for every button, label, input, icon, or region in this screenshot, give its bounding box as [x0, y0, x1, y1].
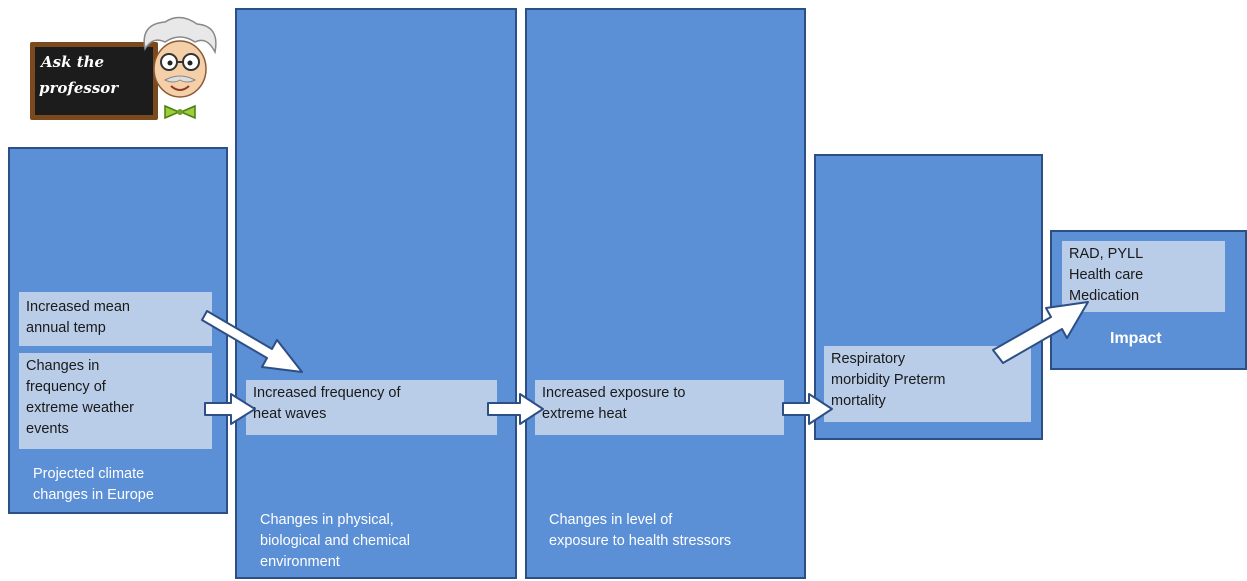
impact-label: Impact: [1110, 330, 1162, 347]
box-increased-mean-temp: Increased mean annual temp: [19, 292, 212, 346]
professor-icon: [143, 16, 217, 120]
arrow-weather-to-heat-waves: [204, 393, 256, 425]
projected-climate-changes-label: Projected climate changes in Europe: [33, 466, 154, 503]
ask-the-professor-logo: Ask the professor: [30, 42, 158, 120]
arrow-exposure-to-respiratory: [782, 393, 833, 425]
logo-line-2: professor: [39, 79, 119, 97]
column-exposure-changes: [525, 8, 806, 579]
box-respiratory-mortality: Respiratory morbidity Preterm mortality: [824, 346, 1031, 422]
physical-environment-label: Changes in physical, biological and chem…: [260, 512, 410, 570]
box-extreme-weather-events: Changes in frequency of extreme weather …: [19, 353, 212, 449]
arrow-heat-waves-to-exposure: [487, 393, 544, 425]
box-exposure-extreme-heat: Increased exposure to extreme heat: [535, 380, 784, 435]
arrow-respiratory-to-impact: [992, 301, 1089, 364]
exposure-level-label: Changes in level of exposure to health s…: [549, 512, 732, 549]
arrow-mean-temp-to-heat-waves: [201, 310, 303, 373]
column-environment-changes: [235, 8, 517, 579]
box-impact-items: RAD, PYLL Health care Medication: [1062, 241, 1225, 312]
logo-line-1: Ask the: [41, 53, 105, 71]
box-heat-waves: Increased frequency of heat waves: [246, 380, 497, 435]
